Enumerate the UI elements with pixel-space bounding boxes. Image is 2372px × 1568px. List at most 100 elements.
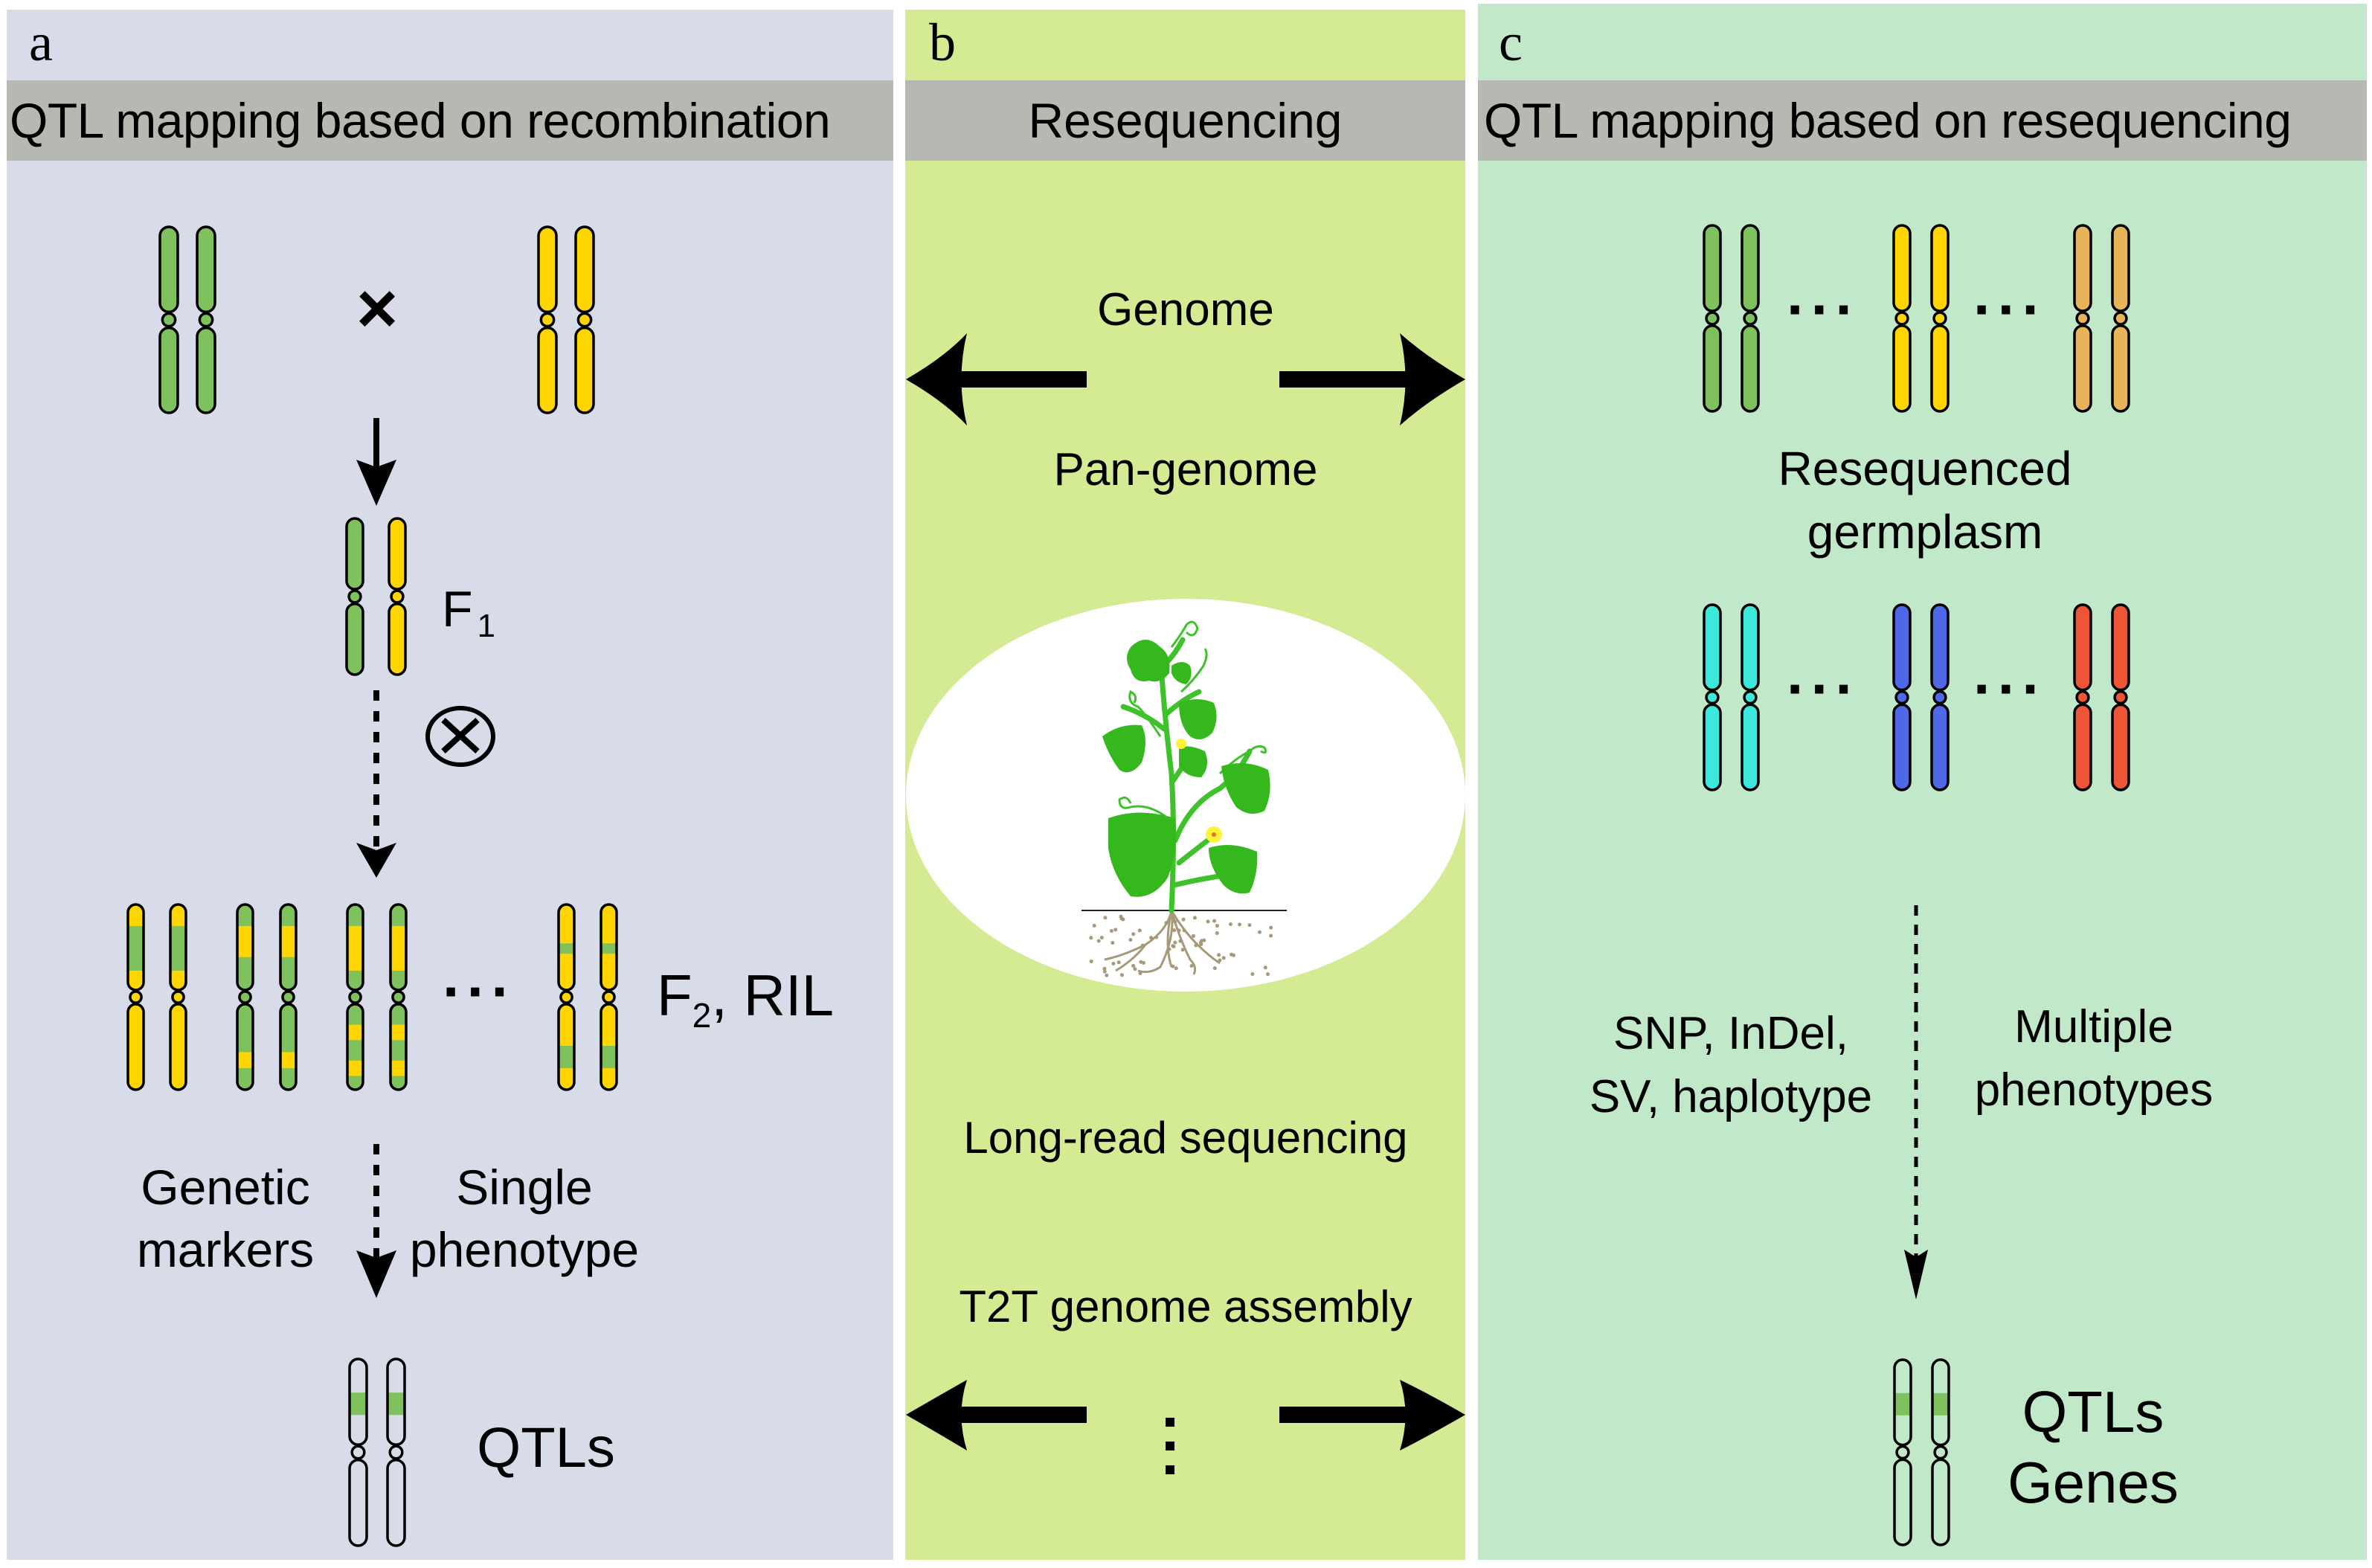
chromosome-band — [1932, 1392, 1949, 1416]
chromosome-band — [280, 925, 296, 957]
f2-ellipsis: ··· — [443, 958, 515, 1024]
germplasm-chromosome — [1892, 603, 1912, 791]
chromosome-band — [601, 943, 617, 954]
arrow-left-top — [906, 333, 1087, 425]
genome-label: Genome — [1097, 284, 1274, 335]
chromosome-band — [1894, 1392, 1911, 1416]
germplasm-chromosome — [1892, 224, 1912, 413]
arrowhead-icon — [1904, 1250, 1928, 1299]
t2t-label: T2T genome assembly — [959, 1282, 1412, 1331]
f2-ril-label: F2, RIL — [657, 963, 834, 1035]
chromosome-band — [559, 943, 574, 954]
chromosome-band — [559, 1045, 574, 1069]
chromosome-band — [128, 925, 144, 971]
arrowhead-icon — [356, 460, 396, 506]
row1-ellipsis-1: ··· — [1787, 276, 1860, 342]
chromosome-band — [280, 1052, 296, 1069]
panel-a: a QTL mapping based on recombination — [7, 10, 893, 1560]
arrowhead-left-icon — [906, 1380, 967, 1450]
panel-c: c QTL mapping based on resequencing — [1478, 4, 2367, 1560]
germplasm-chromosome — [1930, 603, 1950, 791]
qtls-label: QTLs — [2022, 1379, 2164, 1445]
pan-genome-label: Pan-genome — [1053, 444, 1317, 495]
parent-green-chromosome — [196, 225, 216, 414]
chromosome-band — [347, 1024, 363, 1041]
parent-yellow-chromosome — [537, 225, 558, 414]
chromosome-band — [170, 925, 186, 971]
row2-ellipsis-2: ··· — [1973, 655, 2046, 722]
f1-chromosomes — [345, 517, 407, 676]
genetic-markers-line1: Genetic — [141, 1160, 309, 1215]
cross-symbol: × — [356, 269, 398, 348]
f1-yellow-chromosome — [388, 517, 407, 676]
chromosome-band — [347, 925, 363, 971]
panel-b-content: Genome Pan-genome — [906, 284, 1465, 1474]
parent-chromosomes — [158, 225, 595, 414]
panel-c-content: ··· ··· Resequenced germplasm ··· ··· SN… — [1590, 224, 2213, 1546]
arrowhead-icon — [356, 843, 396, 878]
germplasm-label-line2: germplasm — [1807, 505, 2043, 559]
selfing-arrow — [356, 690, 396, 878]
chromosome-band — [390, 925, 406, 971]
f2-chromosome — [389, 903, 408, 1091]
f2-chromosome — [346, 903, 364, 1091]
qtls-label: QTLs — [477, 1416, 615, 1479]
germplasm-chromosome — [1703, 224, 1722, 413]
row2-ellipsis-1: ··· — [1787, 655, 1860, 722]
germplasm-chromosome — [2111, 603, 2130, 791]
germplasm-chromosome — [2111, 224, 2130, 413]
genetic-markers-line2: markers — [137, 1222, 314, 1277]
germplasm-label-line1: Resequenced — [1778, 442, 2072, 495]
genes-label: Genes — [2008, 1450, 2179, 1515]
germplasm-row-1 — [1703, 224, 2130, 413]
multiple-phenotypes-line1: Multiple — [2014, 1001, 2173, 1053]
selfing-symbol — [425, 706, 495, 767]
germplasm-chromosome — [1741, 224, 1760, 413]
arrow-to-f1 — [356, 418, 396, 506]
parent-yellow-chromosome — [574, 225, 595, 414]
chromosome-band — [237, 925, 253, 957]
qtl-gene-chromosome — [1931, 1358, 1950, 1546]
germplasm-chromosome — [1930, 224, 1950, 413]
single-phenotype-line1: Single — [456, 1160, 592, 1215]
qtl-chromosome — [386, 1357, 406, 1547]
arrow-right-top — [1279, 333, 1465, 425]
panel-a-title: QTL mapping based on recombination — [7, 80, 893, 161]
f2-ril-chromosomes — [126, 903, 618, 1091]
panel-c-title: QTL mapping based on resequencing — [1478, 80, 2367, 161]
germplasm-chromosome — [2073, 224, 2092, 413]
arrowhead-icon — [356, 1250, 396, 1298]
mapping-arrow — [356, 1144, 396, 1298]
panel-letter-b: b — [929, 13, 956, 72]
panel-letter-c: c — [1499, 13, 1523, 72]
f2-chromosome — [126, 903, 145, 1091]
germplasm-row-2 — [1703, 603, 2130, 791]
qtl-chromosomes — [348, 1357, 406, 1547]
chromosome-band — [237, 1052, 253, 1069]
variant-types-line2: SV, haplotype — [1590, 1071, 1872, 1122]
arrow-right-bottom — [1279, 1380, 1465, 1450]
f2-chromosome — [600, 903, 618, 1091]
long-read-label: Long-read sequencing — [963, 1113, 1407, 1163]
panel-b-title: Resequencing — [905, 80, 1465, 161]
chromosome-band — [350, 1392, 367, 1416]
chromosome-band — [601, 1045, 617, 1069]
vertical-ellipsis — [1166, 1418, 1174, 1474]
roots — [1104, 910, 1221, 975]
germplasm-chromosome — [1703, 603, 1722, 791]
f2-chromosome — [279, 903, 298, 1091]
variant-types-line1: SNP, InDel, — [1613, 1008, 1848, 1059]
chromosome-band — [347, 1060, 363, 1076]
chromosome-band — [390, 1060, 406, 1076]
qtl-gene-chromosomes — [1893, 1358, 1950, 1546]
germplasm-chromosome — [2073, 603, 2092, 791]
f2-chromosome — [236, 903, 254, 1091]
flower-icon — [1176, 739, 1186, 749]
leaves — [1102, 640, 1270, 897]
arrow-left-bottom — [906, 1380, 1087, 1450]
row1-ellipsis-2: ··· — [1973, 276, 2046, 342]
germplasm-chromosome — [1741, 603, 1760, 791]
